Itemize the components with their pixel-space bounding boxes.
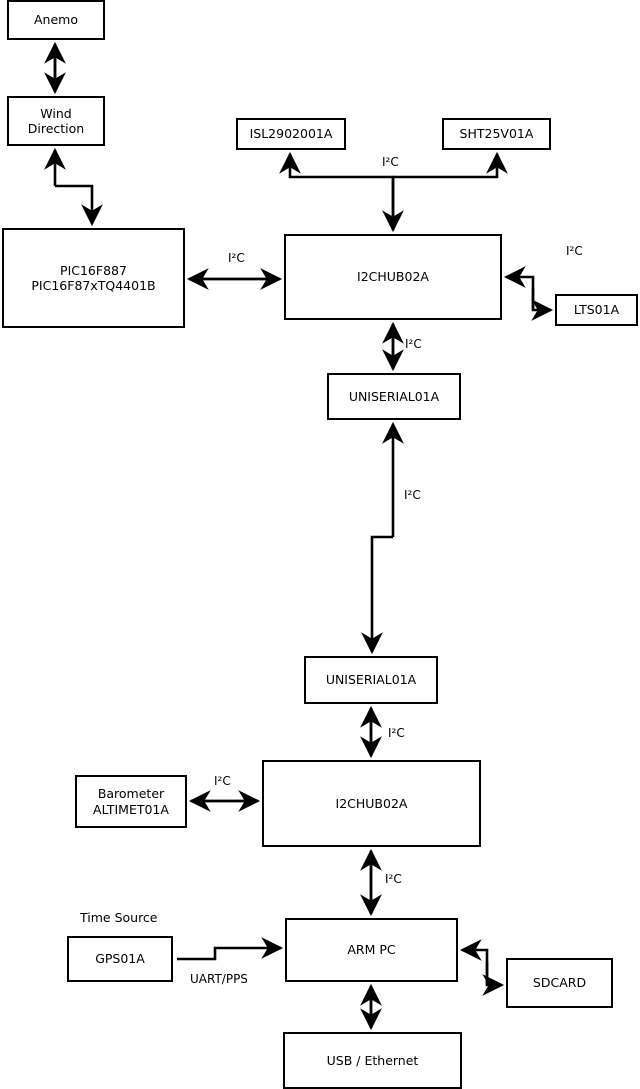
- edge-hub-to-lts: [515, 277, 551, 310]
- node-lts01a-label: LTS01A: [573, 302, 620, 318]
- node-uniserial01a-top-label: UNISERIAL01A: [348, 388, 440, 404]
- edge-uni-uni-down: [361, 535, 393, 655]
- node-isl2902001a-label: ISL2902001A: [249, 126, 333, 142]
- edge-label-uniserial-hub: I²C: [388, 726, 405, 740]
- edge-hub-to-lts2: [531, 288, 554, 321]
- node-sht25v01a-label: SHT25V01A: [459, 126, 534, 142]
- edge-lts-to-hub: [503, 266, 535, 310]
- edge-label-bus-top: I²C: [382, 155, 399, 169]
- node-i2chub02a-top-label: I2CHUB02A: [357, 269, 429, 285]
- edge-hub-bus-up: [279, 151, 395, 230]
- node-anemo-label: Anemo: [34, 12, 78, 28]
- node-i2chub02a-bottom[interactable]: I2CHUB02A: [262, 760, 481, 847]
- node-sht25v01a[interactable]: SHT25V01A: [442, 118, 551, 150]
- node-pic-mcu[interactable]: PIC16F887 PIC16F87xTQ4401B: [2, 228, 185, 328]
- edge-label-hub-armpc: I²C: [385, 872, 402, 886]
- node-i2chub02a-top[interactable]: I2CHUB02A: [284, 234, 502, 320]
- node-sdcard-label: SDCARD: [532, 975, 587, 991]
- node-pic-mcu-label: PIC16F887 PIC16F87xTQ4401B: [31, 262, 156, 293]
- edge-label-hub-lts: I²C: [566, 244, 583, 258]
- node-usb-ethernet[interactable]: USB / Ethernet: [283, 1032, 462, 1089]
- edge-lts-in: [533, 277, 551, 310]
- node-barometer-altimet01a-label: Barometer ALTIMET01A: [93, 786, 169, 817]
- edge-bus-sht: [393, 151, 508, 179]
- node-gps01a[interactable]: GPS01A: [67, 936, 173, 982]
- node-wind-direction-label: Wind Direction: [27, 105, 85, 136]
- node-i2chub02a-bottom-label: I2CHUB02A: [335, 795, 408, 811]
- node-barometer-altimet01a[interactable]: Barometer ALTIMET01A: [75, 775, 187, 828]
- node-arm-pc[interactable]: ARM PC: [285, 918, 458, 982]
- edge-label-uniserial-uniserial: I²C: [404, 488, 421, 502]
- node-uniserial01a-bottom[interactable]: UNISERIAL01A: [304, 656, 438, 704]
- node-uniserial01a-bottom-label: UNISERIAL01A: [325, 672, 417, 688]
- edge-label-pic-hub: I²C: [228, 251, 245, 265]
- node-gps01a-label: GPS01A: [95, 951, 145, 967]
- node-lts01a[interactable]: LTS01A: [555, 294, 638, 326]
- node-sdcard[interactable]: SDCARD: [506, 958, 613, 1008]
- node-anemo[interactable]: Anemo: [7, 0, 105, 40]
- node-arm-pc-label: ARM PC: [347, 942, 396, 958]
- edge-arm-to-sd: [482, 962, 505, 996]
- edge-label-gps-armpc: UART/PPS: [190, 972, 248, 986]
- edge-sd-to-arm: [459, 939, 489, 985]
- edge-label-barometer-hub: I²C: [214, 774, 231, 788]
- edge-wind-pic-down: [55, 184, 103, 227]
- edge-label-hub-uniserial: I²C: [405, 337, 422, 351]
- label-time-source: Time Source: [80, 910, 158, 925]
- node-isl2902001a[interactable]: ISL2902001A: [236, 118, 346, 150]
- node-usb-ethernet-label: USB / Ethernet: [326, 1052, 419, 1068]
- edge-gps-arm: [177, 937, 284, 961]
- node-uniserial01a-top[interactable]: UNISERIAL01A: [327, 373, 461, 420]
- node-wind-direction[interactable]: Wind Direction: [7, 96, 105, 146]
